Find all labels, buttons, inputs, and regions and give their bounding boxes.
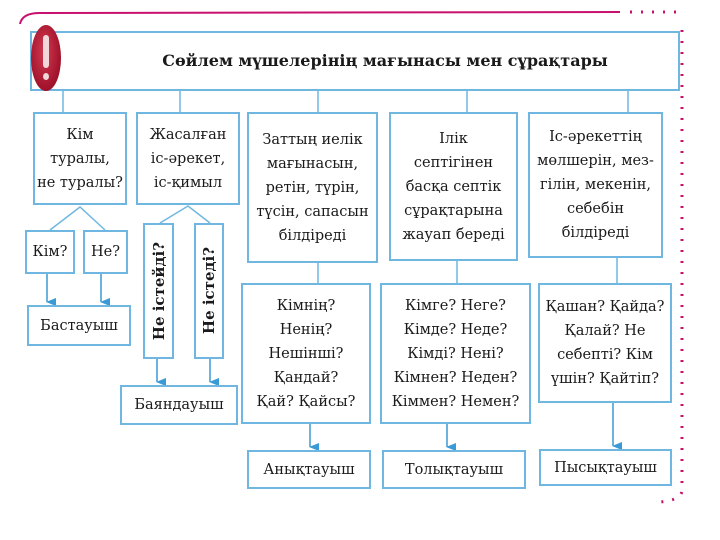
result-adverbial: Пысықтауыш (539, 449, 672, 486)
subject-question-who: Кім? (25, 230, 75, 274)
diagram-title: Сөйлем мүшелерінің мағынасы мен сұрақтар… (30, 31, 680, 91)
exclamation-icon (31, 25, 61, 91)
result-attribute: Анықтауыш (247, 450, 371, 489)
result-subject: Бастауыш (27, 305, 131, 346)
predicate-question-present: Не істейді? (143, 223, 174, 359)
result-object: Толықтауыш (382, 450, 526, 489)
adverbial-questions: Қашан? Қайда? Қалай? Не себепті? Кім үші… (538, 283, 672, 403)
predicate-question-past: Не істеді? (194, 223, 224, 359)
subject-description: Кім туралы, не туралы? (33, 112, 127, 205)
result-predicate: Баяндауыш (120, 385, 238, 425)
object-description: Ілік септігінен басқа септік сұрақтарына… (389, 112, 518, 261)
attribute-description: Заттың иелік мағынасын, ретін, түрін, тү… (247, 112, 378, 263)
predicate-question-past-text: Не істеді? (200, 247, 218, 335)
predicate-description: Жасалған іс-әрекет, іс-қимыл (136, 112, 240, 205)
attribute-questions: Кімнің? Ненің? Нешінші? Қандай? Қай? Қай… (241, 283, 371, 424)
subject-question-what: Не? (83, 230, 128, 274)
adverbial-description: Іс-әрекеттің мөлшерін, мез- гілін, мекен… (528, 112, 663, 258)
predicate-question-present-text: Не істейді? (149, 241, 168, 341)
object-questions: Кімге? Неге? Кімде? Неде? Кімді? Нені? К… (380, 283, 531, 424)
